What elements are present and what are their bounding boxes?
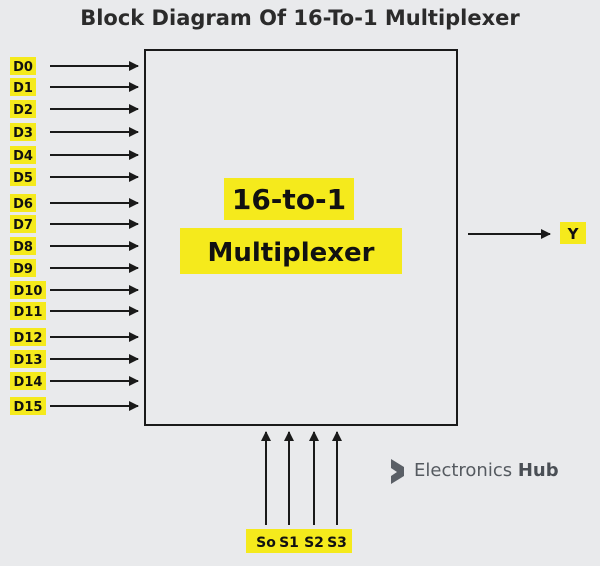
- input-label: D2: [13, 103, 33, 118]
- input-label-highlight: [10, 57, 36, 75]
- input-label-highlight: [10, 146, 36, 164]
- electronics-hub-logo-icon: [391, 459, 404, 484]
- input-label-highlight: [10, 194, 36, 212]
- block-label-line2: Multiplexer: [207, 238, 374, 268]
- input-label-highlight: [10, 302, 46, 320]
- select-label: S1: [279, 535, 299, 551]
- block-label-1-highlight: [224, 178, 354, 220]
- input-label-highlight: [10, 328, 46, 346]
- input-label: D7: [13, 218, 33, 233]
- input-label: D9: [13, 262, 33, 277]
- input-label: D8: [13, 240, 33, 255]
- input-label-highlight: [10, 259, 36, 277]
- input-label: D11: [14, 305, 43, 320]
- input-label-highlight: [10, 100, 36, 118]
- select-labels-highlight: [246, 529, 352, 553]
- brand-logo-text: Electronics Hub: [414, 460, 559, 481]
- input-label-highlight: [10, 397, 46, 415]
- mux-block: [144, 49, 458, 426]
- select-lines: [261, 431, 342, 525]
- input-label: D13: [14, 353, 43, 368]
- input-label: D6: [13, 197, 33, 212]
- input-label-highlight: [10, 372, 46, 390]
- output-label: Y: [567, 225, 580, 243]
- input-label: D4: [13, 149, 33, 164]
- input-label-highlight: [10, 237, 36, 255]
- select-label: S2: [304, 535, 324, 551]
- block-label-2-highlight: [180, 228, 402, 274]
- input-label: D14: [14, 375, 43, 390]
- input-label: D15: [14, 400, 43, 415]
- input-label: D1: [13, 81, 33, 96]
- input-label: D10: [14, 284, 43, 299]
- input-label: D12: [14, 331, 43, 346]
- input-label-highlight: [10, 123, 36, 141]
- input-label-highlight: [10, 78, 36, 96]
- brand-name-part2: Hub: [517, 460, 559, 481]
- input-label-highlight: [10, 350, 46, 368]
- input-label-highlight: [10, 215, 36, 233]
- block-label-line1: 16-to-1: [232, 183, 346, 216]
- input-label: D3: [13, 126, 33, 141]
- input-label: D0: [13, 60, 33, 75]
- input-label: D5: [13, 171, 33, 186]
- select-label: So: [256, 535, 276, 551]
- input-label-highlight: [10, 281, 46, 299]
- select-label: S3: [327, 535, 347, 551]
- brand-name-part1: Electronics: [414, 460, 513, 481]
- output-label-highlight: [560, 222, 586, 244]
- input-label-highlight: [10, 168, 36, 186]
- page-title: Block Diagram Of 16-To-1 Multiplexer: [80, 6, 520, 30]
